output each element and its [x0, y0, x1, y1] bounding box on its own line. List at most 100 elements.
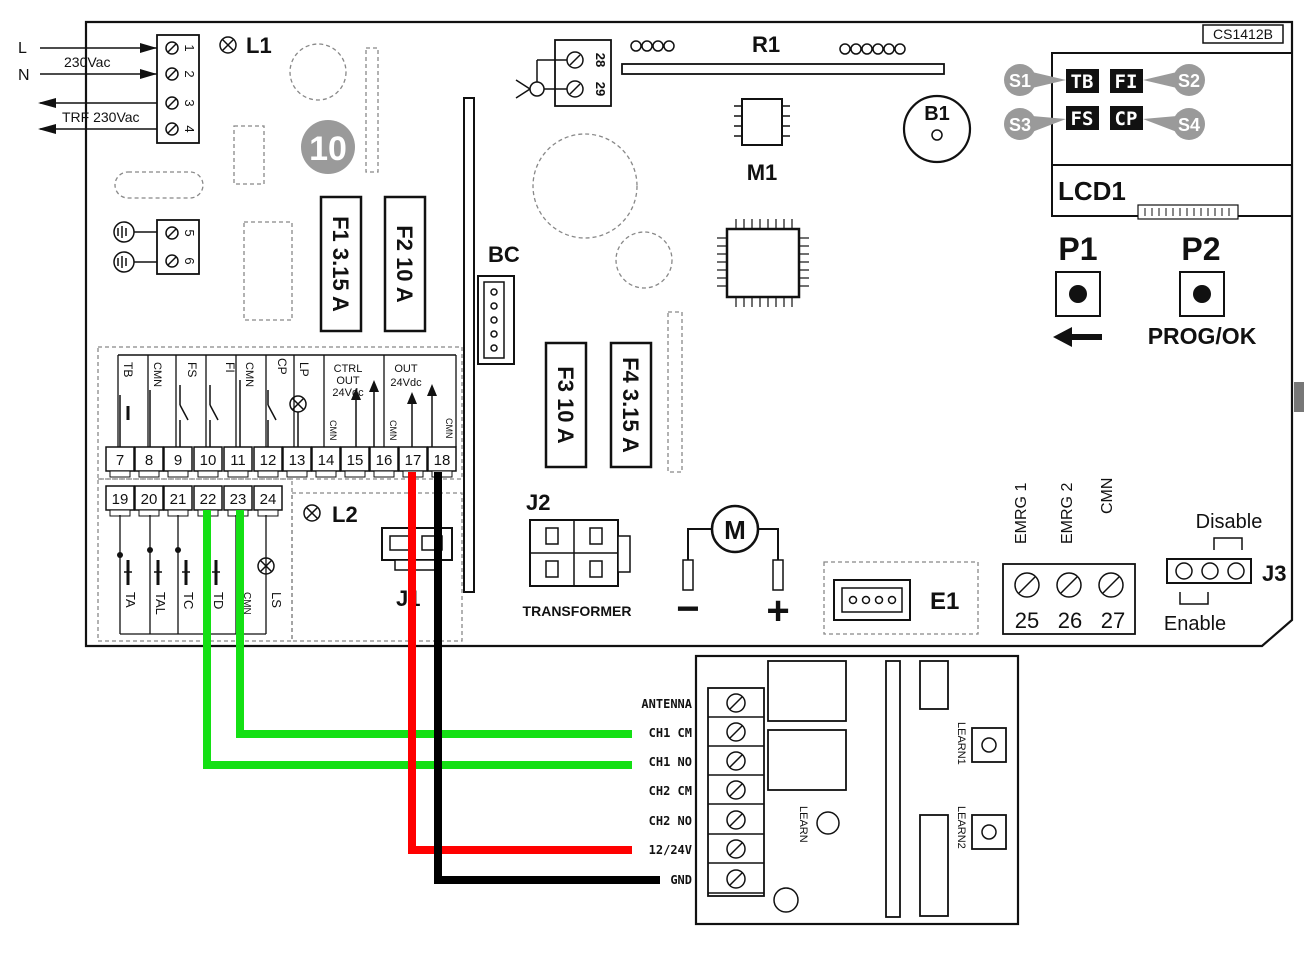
label-ls: LS — [269, 592, 284, 608]
label-ta: TA — [123, 592, 138, 608]
emrg1-label: EMRG 1 — [1013, 483, 1030, 544]
marker-s2: S2 — [1178, 71, 1200, 91]
terminal-cell — [105, 485, 135, 511]
antenna-strip — [885, 660, 901, 918]
j2-label: J2 — [526, 490, 550, 515]
terminal-clip — [257, 509, 279, 517]
prog-ok-label: PROG/OK — [1148, 323, 1257, 349]
terminal-number: 23 — [230, 491, 247, 508]
aux-terminal-number: 29 — [593, 82, 608, 96]
receiver-screw — [726, 751, 746, 771]
r1-label: R1 — [752, 32, 780, 57]
mains-terminal-number: 2 — [182, 70, 197, 77]
terminal-cell — [253, 485, 283, 511]
j3-label: J3 — [1262, 561, 1286, 586]
learn1-button[interactable] — [971, 727, 1007, 763]
r1-strip — [621, 63, 945, 75]
board-code: CS1412B — [1213, 26, 1273, 42]
terminal-number: 8 — [145, 452, 153, 469]
earth-terminal-number: 6 — [182, 257, 197, 264]
trf-label: TRF 230Vac — [62, 109, 140, 125]
terminal-number: 12 — [260, 452, 277, 469]
terminal-cell — [311, 446, 341, 472]
out-line2: 24Vdc — [390, 377, 422, 389]
label-cmn: CMN — [243, 362, 255, 387]
terminal-clip — [138, 470, 160, 478]
wire-black-gnd — [434, 472, 660, 884]
board-code-box — [1202, 24, 1284, 44]
terminal-cell — [253, 446, 283, 472]
label-tb: TB — [121, 362, 135, 377]
fuse-f1-label: F1 3.15 A — [328, 216, 353, 312]
receiver-pin-label: ANTENNA — [641, 697, 692, 711]
receiver-screw-slot — [729, 754, 743, 768]
emrg-terminal-number: 26 — [1058, 608, 1082, 633]
terminal-cell — [369, 446, 399, 472]
aux-block — [515, 39, 612, 107]
j3-jumper[interactable] — [1166, 558, 1252, 584]
label-cmn: CMN — [328, 420, 338, 441]
terminal-number: 16 — [376, 452, 393, 469]
motor-label: M — [724, 515, 746, 545]
label-cp: CP — [275, 358, 289, 375]
mcu-chip — [717, 219, 809, 307]
terminal-cell — [163, 446, 193, 472]
l2-label: L2 — [332, 502, 358, 527]
b1-label: B1 — [924, 103, 950, 125]
learn2-button[interactable] — [971, 814, 1007, 850]
earth-terminal-number: 5 — [182, 229, 197, 236]
receiver-terminal-block — [707, 687, 765, 897]
terminal-number: 17 — [405, 452, 422, 469]
mains-arrows — [38, 43, 157, 134]
receiver-screw-slot — [729, 696, 743, 710]
scrollbar-thumb[interactable] — [1294, 382, 1304, 412]
learn2-label: LEARN2 — [955, 806, 967, 849]
earth-block — [113, 219, 200, 275]
receiver-screw — [726, 693, 746, 713]
board-outline — [84, 20, 1294, 648]
fuse-f4-label: F4 3.15 A — [618, 357, 643, 453]
terminal-number: 15 — [347, 452, 364, 469]
fuse-f4 — [609, 341, 653, 469]
terminal-cell — [223, 446, 253, 472]
transformer-label: TRANSFORMER — [523, 603, 632, 619]
m1-label: M1 — [747, 160, 778, 185]
terminal-clip — [315, 470, 337, 478]
terminal-clip — [109, 470, 131, 478]
terminal-number: 24 — [260, 491, 277, 508]
terminal-cell — [105, 446, 135, 472]
lcd-code-fs: FS — [1071, 108, 1094, 130]
ctrl-out-line1: CTRL — [334, 363, 363, 375]
mains-block — [156, 34, 200, 144]
mains-l-label: L — [18, 40, 27, 57]
terminal-clip — [257, 470, 279, 478]
terminal-clip — [197, 470, 219, 478]
wire-green-ch1-cm — [236, 510, 632, 738]
receiver-pin-label: 12/24V — [649, 843, 692, 857]
e1-label: E1 — [930, 588, 959, 615]
receiver-screw-slot — [729, 725, 743, 739]
disable-label: Disable — [1196, 511, 1263, 533]
p2-label: P2 — [1181, 231, 1220, 267]
b1-buzzer — [902, 94, 972, 164]
terminal-number: 10 — [200, 452, 217, 469]
terminal-number: 18 — [434, 452, 451, 469]
marker-s1: S1 — [1009, 71, 1031, 91]
label-fs: FS — [185, 362, 199, 377]
receiver-screw — [726, 839, 746, 859]
fuse-f1 — [319, 195, 363, 333]
relay-2 — [767, 729, 847, 791]
terminal-number: 21 — [170, 491, 187, 508]
terminal-number: 9 — [174, 452, 182, 469]
wires — [203, 472, 660, 884]
badge-number: 10 — [309, 130, 347, 168]
lcd-label: LCD1 — [1058, 176, 1126, 206]
arrow-left-icon — [1053, 327, 1102, 347]
marker-s4: S4 — [1178, 115, 1200, 135]
label-tal: TAL — [153, 592, 168, 615]
receiver-screw — [726, 780, 746, 800]
label-tc: TC — [181, 592, 196, 609]
mains-terminal-number: 1 — [182, 44, 197, 51]
mains-terminal-number: 3 — [182, 99, 197, 106]
